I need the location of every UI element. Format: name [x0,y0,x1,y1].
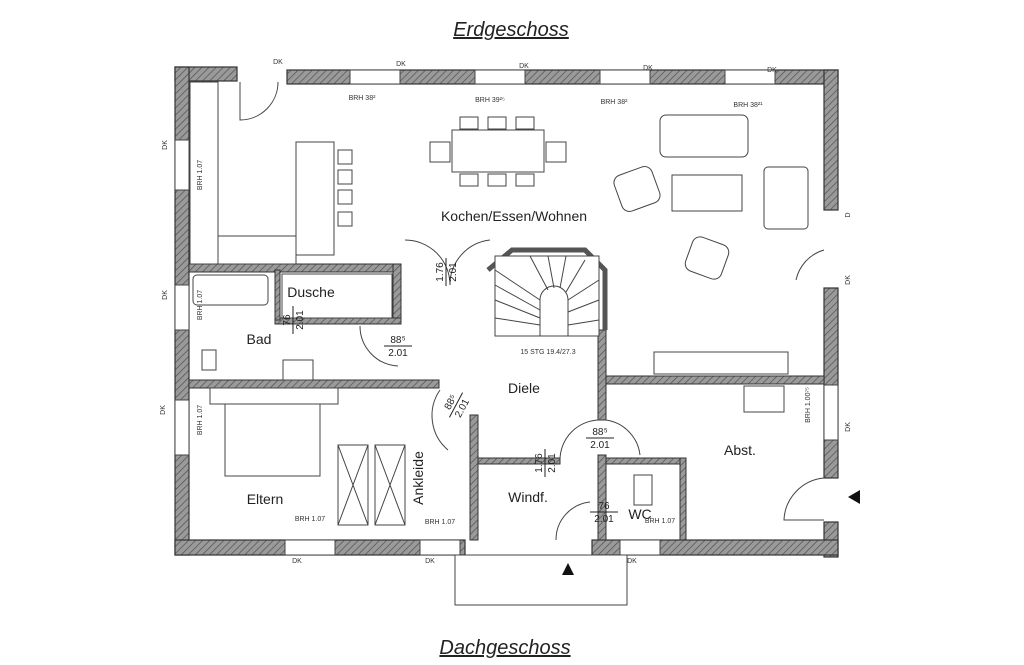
bed [224,403,321,477]
svg-text:BRH 1.07: BRH 1.07 [197,160,204,190]
svg-text:76: 76 [282,314,293,326]
door-swings [239,81,825,541]
room-hall: Diele [508,380,540,396]
svg-text:1.76: 1.76 [534,453,545,473]
svg-text:DK: DK [767,67,777,74]
sofa [659,114,749,158]
svg-text:2.01: 2.01 [594,514,614,525]
svg-text:DK: DK [627,558,637,565]
svg-text:DK: DK [292,558,302,565]
sink [282,359,314,381]
svg-text:BRH 1.07: BRH 1.07 [295,516,325,523]
side-entrance-arrow-icon [848,490,860,504]
sideboard [653,351,789,375]
room-shower: Dusche [287,284,335,300]
armchair [763,166,809,230]
svg-text:88⁵: 88⁵ [390,335,405,346]
svg-text:88⁵: 88⁵ [592,427,607,438]
svg-text:BRH 1.07: BRH 1.07 [197,405,204,435]
svg-text:2.01: 2.01 [547,453,558,473]
room-wc: WC [628,506,651,522]
svg-text:76: 76 [598,501,610,512]
room-vestibule: Windf. [508,489,548,505]
svg-text:1.76: 1.76 [435,262,446,282]
svg-text:2.01: 2.01 [590,440,610,451]
window-labels: DK DK DK DK DK DK DK DK DK DK D DK DK DK… [160,59,852,565]
svg-text:BRH 1.00⁷⁵: BRH 1.00⁷⁵ [805,387,812,423]
room-bath: Bad [247,331,272,347]
entrance-steps [454,554,628,606]
room-kitchen-living: Kochen/Essen/Wohnen [441,208,587,224]
stairs-label: 15 STG 19.4/27.3 [520,349,575,356]
interior-walls [188,263,825,541]
svg-text:DK: DK [162,140,169,150]
toilet [201,349,217,371]
svg-text:D: D [845,212,852,217]
washer-dryer [743,385,785,413]
svg-text:BRH 39²⁵: BRH 39²⁵ [475,97,505,104]
dining-table [451,129,545,173]
svg-text:BRH 38²: BRH 38² [349,95,377,102]
svg-text:BRH 38²: BRH 38² [601,99,629,106]
room-storage: Abst. [724,442,756,458]
kitchen-island [295,141,335,256]
entrance-arrow-icon [562,563,574,575]
svg-text:BRH 1.07: BRH 1.07 [645,518,675,525]
svg-text:DK: DK [425,558,435,565]
svg-text:DK: DK [643,65,653,72]
svg-text:DK: DK [160,405,167,415]
svg-text:DK: DK [162,290,169,300]
svg-text:DK: DK [845,422,852,432]
room-dressing: Ankleide [410,451,426,505]
title-erdgeschoss: Erdgeschoss [453,19,569,41]
svg-text:BRH 1.07: BRH 1.07 [197,290,204,320]
shower-tray [281,273,393,319]
svg-text:DK: DK [845,275,852,285]
svg-text:BRH 1.07: BRH 1.07 [425,519,455,526]
wc-toilet [633,474,653,506]
coffee-table [671,174,743,212]
svg-text:DK: DK [396,61,406,68]
svg-text:DK: DK [519,63,529,70]
staircase [486,247,608,337]
svg-text:2.01: 2.01 [295,310,306,330]
windows [174,69,839,556]
svg-text:2.01: 2.01 [388,348,408,359]
title-dachgeschoss: Dachgeschoss [439,637,570,659]
svg-text:BRH 38²¹: BRH 38²¹ [733,102,763,109]
svg-text:DK: DK [273,59,283,66]
furniture [189,81,809,606]
bathtub [192,274,269,306]
room-parents: Eltern [247,491,284,507]
kitchen-counter [189,81,219,265]
svg-text:2.01: 2.01 [448,262,459,282]
